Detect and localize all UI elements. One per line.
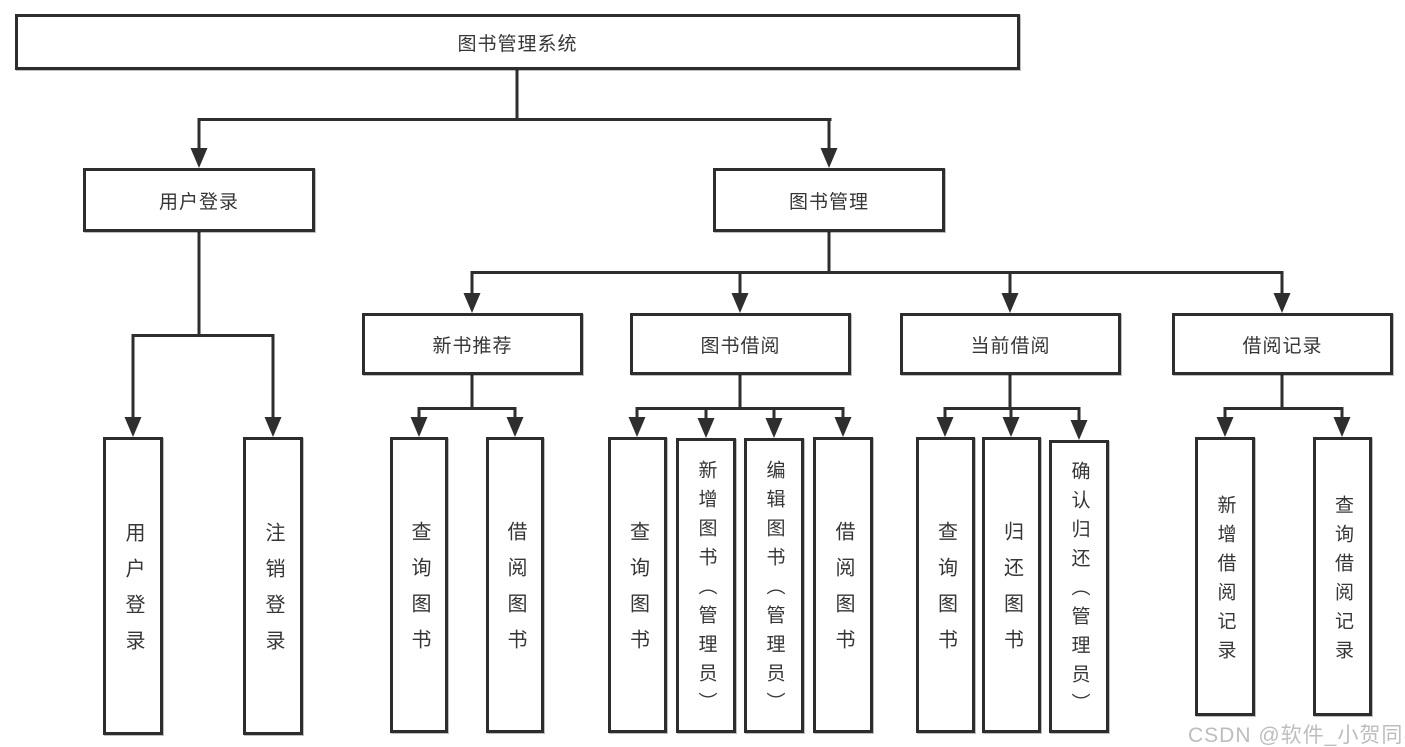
node-user-login: 用户登录 (83, 168, 315, 232)
node-label: 当前借阅 (970, 335, 1051, 357)
node-label: 查询图书 (934, 521, 957, 665)
node-label: 图书管理系统 (457, 33, 578, 55)
node-book-borrow: 图书借阅 (630, 313, 851, 375)
node-label: 借阅记录 (1242, 335, 1323, 357)
node-label: 新增借阅记录 (1214, 494, 1236, 669)
leaf-query-borrow-record: 查询借阅记录 (1313, 437, 1372, 716)
node-label: 确认归还（管理员） (1068, 461, 1090, 722)
node-label: 查询借阅记录 (1332, 494, 1353, 669)
node-label: 用户登录 (122, 522, 144, 666)
node-label: 借阅图书 (832, 521, 854, 665)
node-new-book-recommend: 新书推荐 (362, 313, 583, 375)
node-book-management: 图书管理 (713, 168, 945, 232)
leaf-add-borrow-record: 新增借阅记录 (1195, 437, 1255, 716)
leaf-logout: 注销登录 (243, 437, 303, 735)
leaf-add-book-admin: 新增图书（管理员） (676, 438, 736, 733)
leaf-query-books-borrow: 查询图书 (608, 437, 667, 733)
leaf-query-books-recommend: 查询图书 (390, 437, 448, 733)
node-label: 借阅图书 (504, 521, 526, 665)
node-label: 查询图书 (626, 521, 649, 665)
leaf-edit-book-admin: 编辑图书（管理员） (744, 438, 804, 733)
leaf-confirm-return-admin: 确认归还（管理员） (1049, 440, 1109, 733)
node-label: 新书推荐 (432, 335, 513, 357)
node-borrow-records: 借阅记录 (1172, 313, 1393, 375)
node-label: 注销登录 (262, 522, 284, 666)
node-label: 用户登录 (158, 191, 239, 213)
leaf-borrow-books-recommend: 借阅图书 (486, 437, 544, 733)
node-label: 归还图书 (1000, 521, 1023, 665)
csdn-watermark: CSDN @软件_小贺同学 (1188, 724, 1405, 747)
node-current-borrow: 当前借阅 (900, 313, 1121, 375)
leaf-user-login: 用户登录 (103, 437, 163, 735)
node-label: 新增图书（管理员） (695, 460, 717, 721)
node-label: 编辑图书（管理员） (763, 460, 785, 721)
node-label: 图书管理 (788, 191, 869, 213)
leaf-query-books-current: 查询图书 (916, 437, 975, 733)
node-root-library-system: 图书管理系统 (15, 14, 1020, 70)
node-label: 查询图书 (408, 521, 430, 665)
leaf-borrow-books: 借阅图书 (813, 437, 873, 733)
node-label: 图书借阅 (700, 335, 781, 357)
leaf-return-book: 归还图书 (982, 437, 1041, 733)
